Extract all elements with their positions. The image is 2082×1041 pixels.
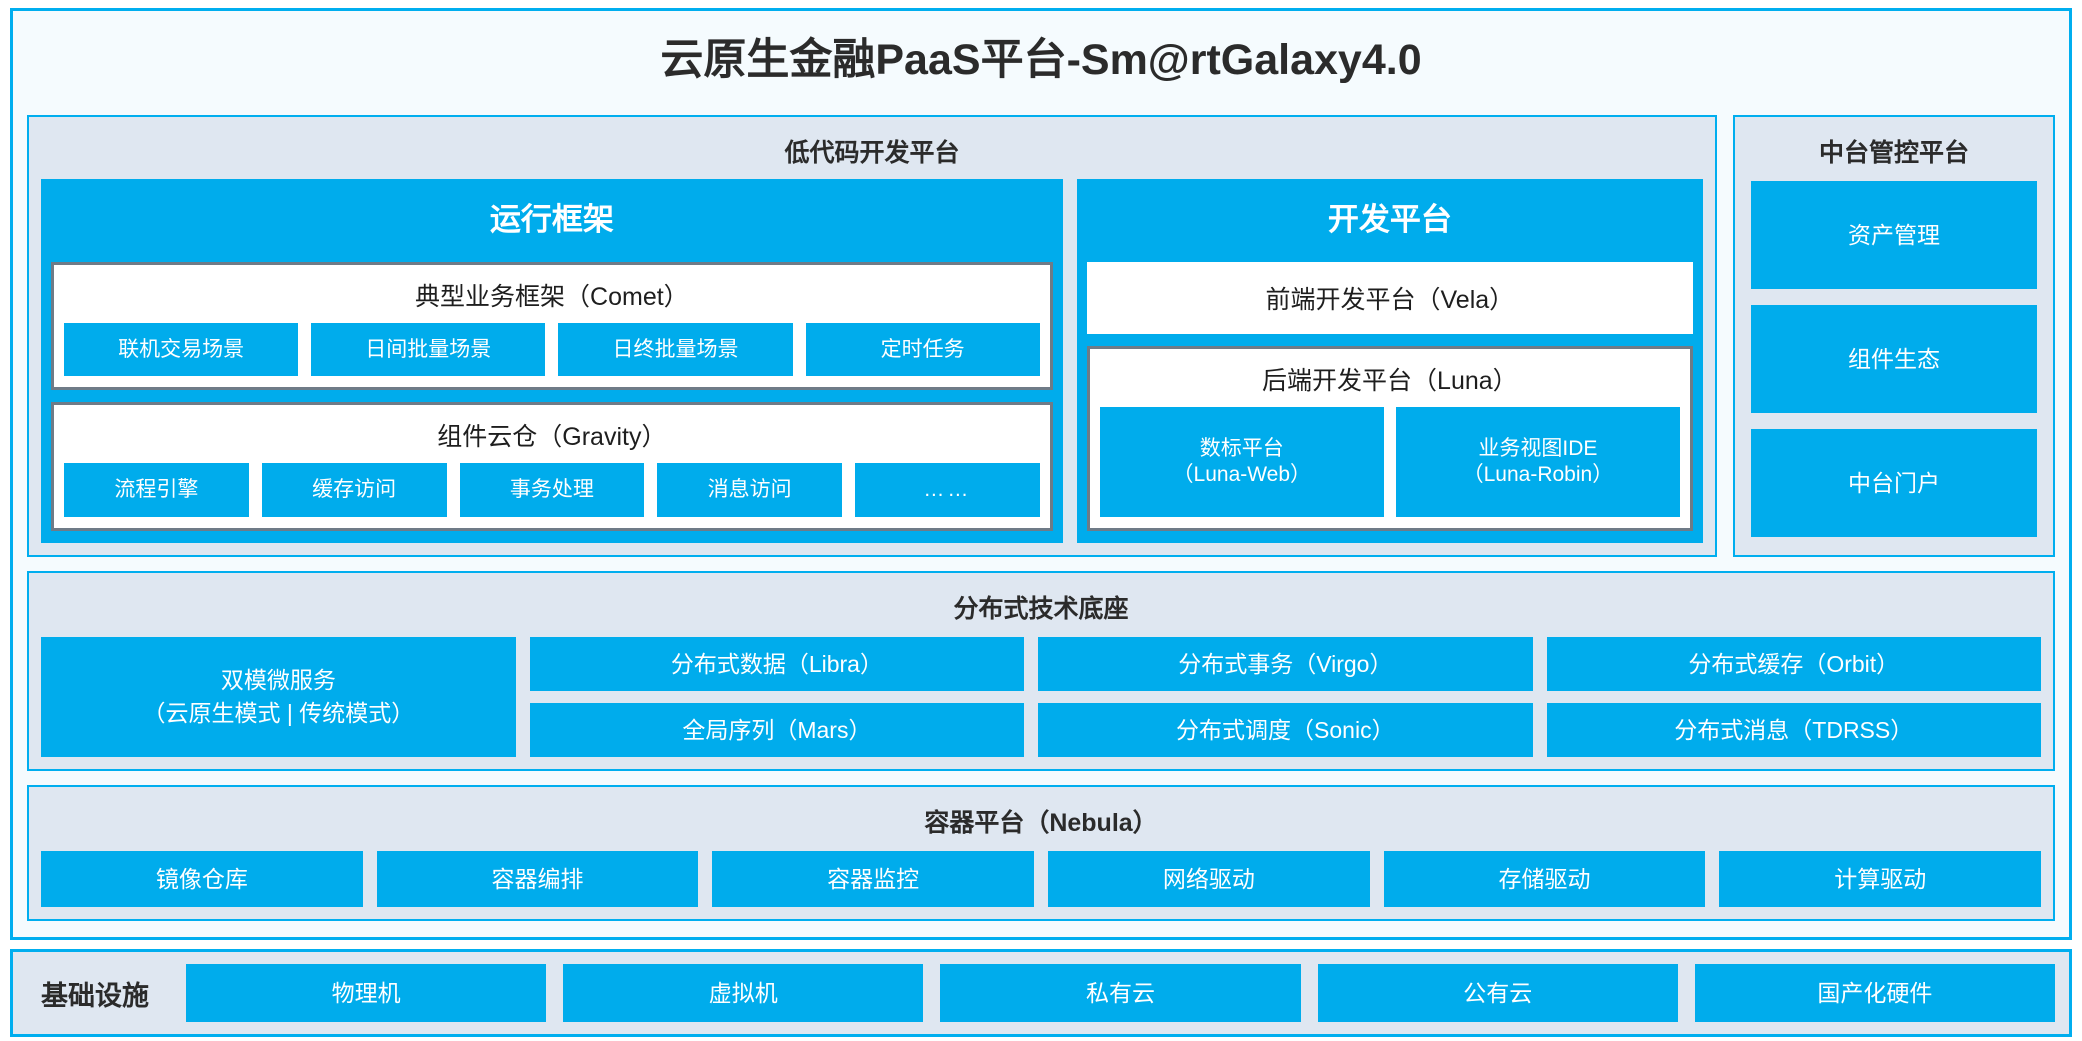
comet-chip-intraday-batch[interactable]: 日间批量场景 xyxy=(311,322,546,377)
luna-web-line1: 数标平台 xyxy=(1199,437,1284,461)
luna-chip-row: 数标平台 （Luna-Web） 业务视图IDE （Luna-Robin） xyxy=(1099,406,1680,517)
dual-mode-line1: 双模微服务 xyxy=(220,666,336,693)
container-platform-panel: 容器平台（Nebula） 镜像仓库 容器编排 容器监控 网络驱动 存储驱动 计算… xyxy=(27,785,2055,922)
comet-chip-online-transaction[interactable]: 联机交易场景 xyxy=(64,322,299,377)
infrastructure-panel: 基础设施 物理机 虚拟机 私有云 公有云 国产化硬件 xyxy=(10,949,2072,1038)
dist-chip-sonic[interactable]: 分布式调度（Sonic） xyxy=(1038,703,1533,758)
dist-chip-orbit[interactable]: 分布式缓存（Orbit） xyxy=(1546,636,2041,692)
luna-web-line2: （Luna-Web） xyxy=(1172,462,1312,486)
page-title: 云原生金融PaaS平台-Sm@rtGalaxy4.0 xyxy=(660,36,1422,84)
infra-chip-virtual-machine[interactable]: 虚拟机 xyxy=(563,964,924,1023)
gravity-chip-cache-access[interactable]: 缓存访问 xyxy=(261,463,447,517)
infra-chip-public-cloud[interactable]: 公有云 xyxy=(1317,964,1678,1023)
luna-title: 后端开发平台（Luna） xyxy=(1262,366,1518,395)
container-platform-body: 镜像仓库 容器编排 容器监控 网络驱动 存储驱动 计算驱动 xyxy=(41,849,2042,908)
mgmt-platform-title: 中台管控平台 xyxy=(1818,138,1969,167)
container-chip-monitoring[interactable]: 容器监控 xyxy=(712,851,1035,908)
distributed-base-title: 分布式技术底座 xyxy=(953,594,1129,623)
container-chip-storage-driver[interactable]: 存储驱动 xyxy=(1383,851,1706,908)
comet-title: 典型业务框架（Comet） xyxy=(415,282,689,311)
gravity-chip-process-engine[interactable]: 流程引擎 xyxy=(64,463,249,517)
gravity-chip-more[interactable]: …… xyxy=(855,463,1040,517)
luna-chip-luna-robin[interactable]: 业务视图IDE （Luna-Robin） xyxy=(1395,406,1680,517)
gravity-title: 组件云仓（Gravity） xyxy=(437,423,667,452)
infra-chip-physical-machine[interactable]: 物理机 xyxy=(186,964,547,1023)
luna-robin-line2: （Luna-Robin） xyxy=(1462,462,1614,486)
distributed-base-panel: 分布式技术底座 双模微服务 （云原生模式 | 传统模式） 分布式数据（Libra… xyxy=(27,570,2055,772)
gravity-chip-message-access[interactable]: 消息访问 xyxy=(657,463,842,517)
mgmt-chip-portal[interactable]: 中台门户 xyxy=(1751,428,2037,537)
dual-mode-microservice-column: 双模微服务 （云原生模式 | 传统模式） xyxy=(41,636,516,758)
comet-chip-eod-batch[interactable]: 日终批量场景 xyxy=(558,322,793,377)
gravity-box: 组件云仓（Gravity） 流程引擎 缓存访问 事务处理 消息访问 …… xyxy=(51,402,1053,531)
lowcode-platform-body: 运行框架 典型业务框架（Comet） 联机交易场景 日间批量场景 日终批量场景 … xyxy=(41,178,1703,543)
mgmt-chip-component-ecosystem[interactable]: 组件生态 xyxy=(1751,304,2037,413)
vela-box[interactable]: 前端开发平台（Vela） xyxy=(1086,261,1693,334)
luna-box: 后端开发平台（Luna） 数标平台 （Luna-Web） xyxy=(1086,345,1693,531)
container-chip-network-driver[interactable]: 网络驱动 xyxy=(1048,851,1370,908)
infrastructure-label: 基础设施 xyxy=(41,980,149,1011)
platform-main-frame: 云原生金融PaaS平台-Sm@rtGalaxy4.0 低代码开发平台 运行框架 … xyxy=(10,8,2072,941)
container-chip-orchestration[interactable]: 容器编排 xyxy=(376,851,699,908)
distributed-base-body: 双模微服务 （云原生模式 | 传统模式） 分布式数据（Libra） 全局序列（M… xyxy=(41,635,2041,758)
comet-chip-scheduled-task[interactable]: 定时任务 xyxy=(805,322,1040,377)
mgmt-platform-panel: 中台管控平台 资产管理 组件生态 中台门户 xyxy=(1733,114,2055,557)
dist-chip-dual-mode-microservice[interactable]: 双模微服务 （云原生模式 | 传统模式） xyxy=(41,636,516,758)
dual-mode-line2: （云原生模式 | 传统模式） xyxy=(142,700,415,727)
development-platform-title: 开发平台 xyxy=(1327,201,1452,237)
container-chip-compute-driver[interactable]: 计算驱动 xyxy=(1719,851,2042,908)
mgmt-chip-asset-management[interactable]: 资产管理 xyxy=(1751,180,2037,289)
dist-chip-virgo[interactable]: 分布式事务（Virgo） xyxy=(1038,636,1533,692)
infra-chip-private-cloud[interactable]: 私有云 xyxy=(940,964,1301,1023)
luna-robin-line1: 业务视图IDE xyxy=(1478,437,1598,461)
comet-box: 典型业务框架（Comet） 联机交易场景 日间批量场景 日终批量场景 定时任务 xyxy=(51,261,1053,391)
distributed-column-3: 分布式缓存（Orbit） 分布式消息（TDRSS） xyxy=(1546,636,2041,758)
runtime-framework-title: 运行框架 xyxy=(489,201,614,237)
lowcode-platform-title: 低代码开发平台 xyxy=(784,138,960,167)
distributed-column-1: 分布式数据（Libra） 全局序列（Mars） xyxy=(529,636,1025,758)
comet-chip-row: 联机交易场景 日间批量场景 日终批量场景 定时任务 xyxy=(64,322,1040,377)
dist-chip-libra[interactable]: 分布式数据（Libra） xyxy=(529,636,1025,692)
container-chip-image-registry[interactable]: 镜像仓库 xyxy=(41,851,363,908)
gravity-chip-row: 流程引擎 缓存访问 事务处理 消息访问 …… xyxy=(64,463,1040,517)
runtime-framework-box: 运行框架 典型业务框架（Comet） 联机交易场景 日间批量场景 日终批量场景 … xyxy=(41,178,1063,543)
dist-chip-tdrss[interactable]: 分布式消息（TDRSS） xyxy=(1546,703,2041,758)
gravity-chip-transaction-processing[interactable]: 事务处理 xyxy=(459,463,645,517)
mgmt-chip-list: 资产管理 组件生态 中台门户 xyxy=(1747,179,2041,543)
container-platform-title: 容器平台（Nebula） xyxy=(924,809,1158,838)
vela-title: 前端开发平台（Vela） xyxy=(1265,285,1515,314)
infra-chip-domestic-hardware[interactable]: 国产化硬件 xyxy=(1694,964,2056,1023)
row-lowcode-and-mgmt: 低代码开发平台 运行框架 典型业务框架（Comet） 联机交易场景 日间批量场景… xyxy=(27,114,2055,557)
luna-chip-luna-web[interactable]: 数标平台 （Luna-Web） xyxy=(1099,406,1384,517)
lowcode-platform-panel: 低代码开发平台 运行框架 典型业务框架（Comet） 联机交易场景 日间批量场景… xyxy=(27,114,1717,557)
dist-chip-mars[interactable]: 全局序列（Mars） xyxy=(529,703,1025,758)
development-platform-box: 开发平台 前端开发平台（Vela） 后端开发平台（Luna） 数标平 xyxy=(1076,178,1703,543)
distributed-column-2: 分布式事务（Virgo） 分布式调度（Sonic） xyxy=(1038,636,1533,758)
